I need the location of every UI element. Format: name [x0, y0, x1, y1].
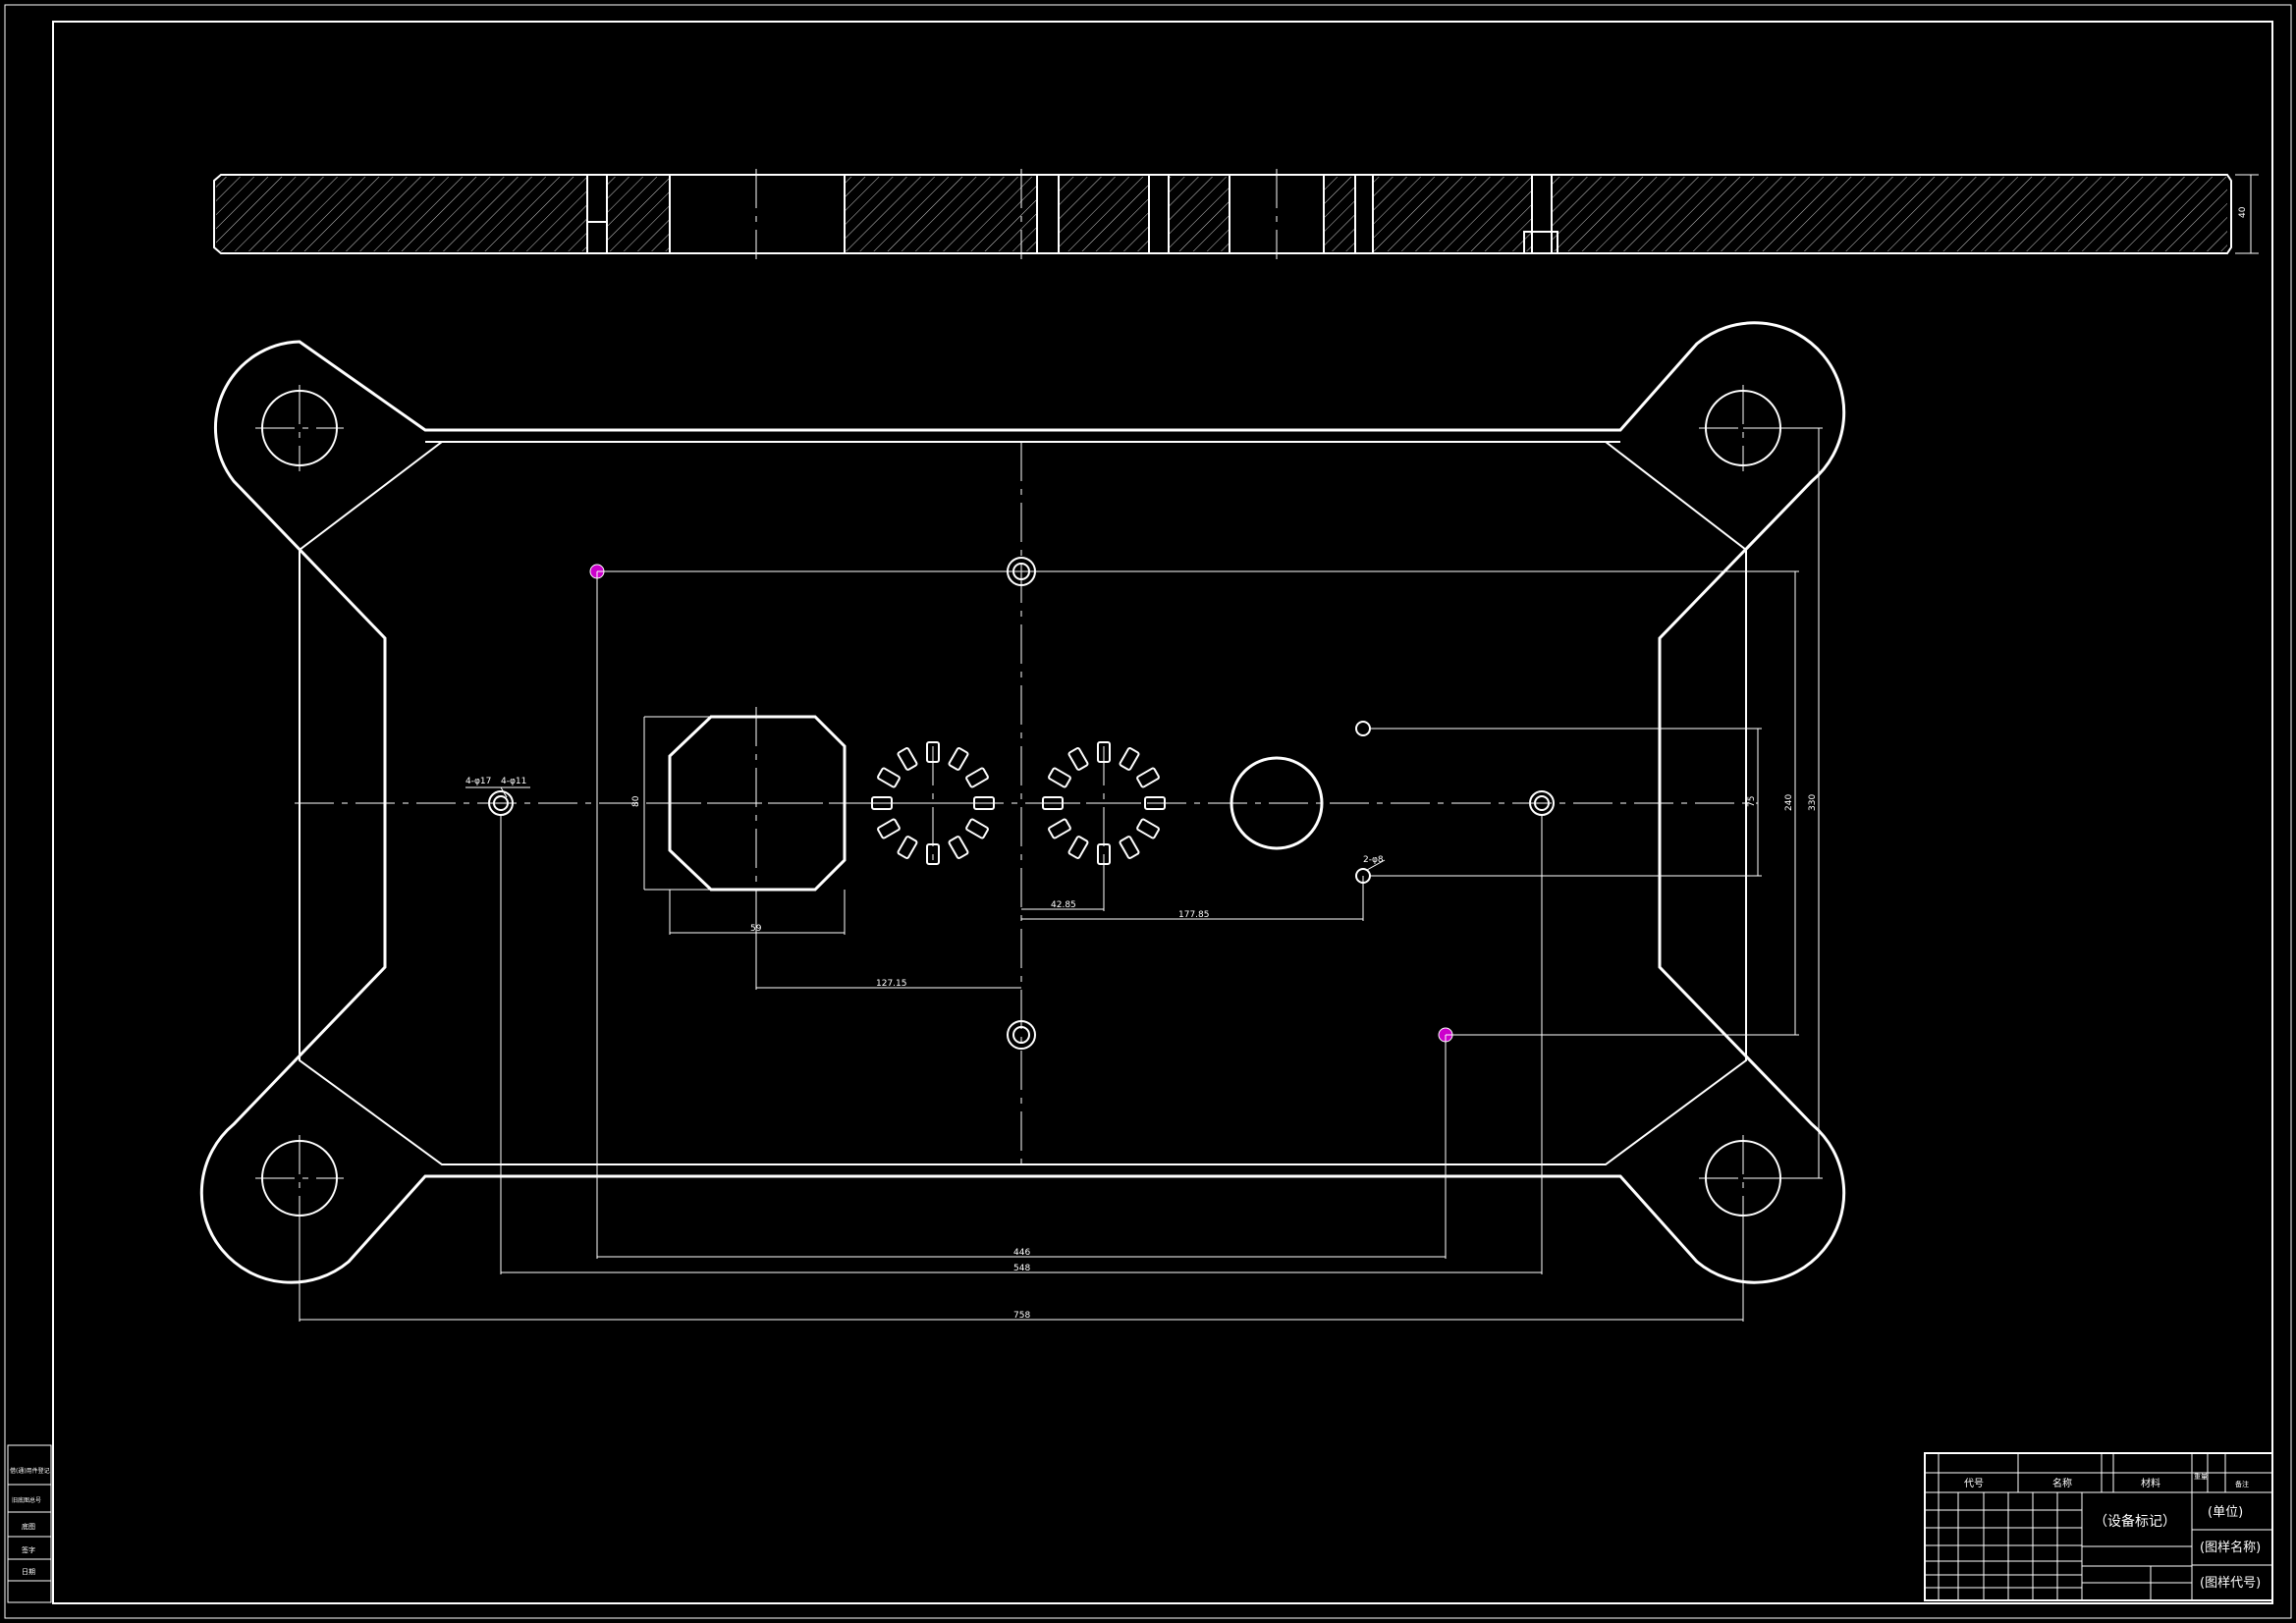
ring-slot: [877, 818, 901, 839]
tb-header-code: 代号: [1964, 1478, 1984, 1489]
ring-slot: [1119, 747, 1140, 771]
side-strip: 借(通)用件登记 旧底图总号 底图 签字 日期: [7, 1444, 52, 1603]
dim-177: 177.85: [1178, 910, 1210, 920]
ring-slot: [965, 818, 989, 839]
ring-slot: [1048, 818, 1071, 839]
strip-label: 借(通)用件登记: [10, 1467, 50, 1475]
tb-header-name: 名称: [2052, 1477, 2072, 1489]
ring-slot: [965, 767, 989, 788]
ring-slot: [1048, 767, 1071, 788]
ring-slot: [1119, 836, 1140, 859]
plan-view: 80 59 127.15 42.85 177.85 2-φ8 4-φ17: [199, 321, 1846, 1322]
tb-drawing-name: (图样名称): [2200, 1540, 2261, 1555]
tb-header-weight: 重量: [2194, 1473, 2208, 1481]
dim-d17: 4-φ17: [465, 777, 491, 786]
ring-slot: [1136, 767, 1160, 788]
dimensions: 80 59 127.15 42.85 177.85 2-φ8 4-φ17: [299, 427, 1823, 1322]
dim-d8: 2-φ8: [1363, 855, 1384, 865]
ring-slot: [897, 836, 918, 859]
plate-outline: [199, 321, 1846, 1284]
outer-border: [4, 4, 2292, 1619]
ring-slot: [877, 767, 901, 788]
tb-equipment-mark: （设备标记）: [2094, 1513, 2176, 1530]
tb-drawing-number: (图样代号): [2200, 1576, 2261, 1591]
dim-75: 75: [1747, 796, 1757, 807]
ring-slot: [948, 747, 969, 771]
strip-label: 日期: [22, 1568, 35, 1576]
ring-slot: [1067, 747, 1089, 771]
tb-unit: (单位): [2208, 1505, 2243, 1520]
dim-d11: 4-φ11: [501, 777, 526, 786]
section-view: 40: [213, 169, 2259, 259]
dim-42: 42.85: [1051, 900, 1076, 910]
ring-slot: [948, 836, 969, 859]
plate-inner-outline: [299, 441, 1747, 1165]
dim-240: 240: [1784, 794, 1794, 811]
ring-slot: [1136, 818, 1160, 839]
title-block: 代号 名称 材料 重量 备注 （设备标记） (单位) (图样名称) (图样代号): [1924, 1452, 2273, 1601]
dim-127: 127.15: [876, 979, 907, 989]
large-cutout: [668, 715, 847, 892]
strip-label: 底图: [22, 1522, 35, 1531]
ring-slot: [1067, 836, 1089, 859]
round-hole: [1230, 756, 1324, 850]
dim-758: 758: [1013, 1311, 1030, 1321]
inner-border: [52, 21, 2273, 1604]
tb-header-material: 材料: [2141, 1477, 2160, 1489]
ring-slot: [897, 747, 918, 771]
dim-548: 548: [1013, 1264, 1030, 1273]
strip-label: 签字: [22, 1545, 35, 1554]
dim-330: 330: [1808, 794, 1818, 811]
dim-446: 446: [1013, 1248, 1030, 1258]
dim-thickness: 40: [2238, 206, 2248, 218]
dim-80: 80: [631, 795, 641, 807]
tb-header-remark: 备注: [2235, 1480, 2249, 1488]
strip-label: 旧底图总号: [12, 1496, 41, 1504]
